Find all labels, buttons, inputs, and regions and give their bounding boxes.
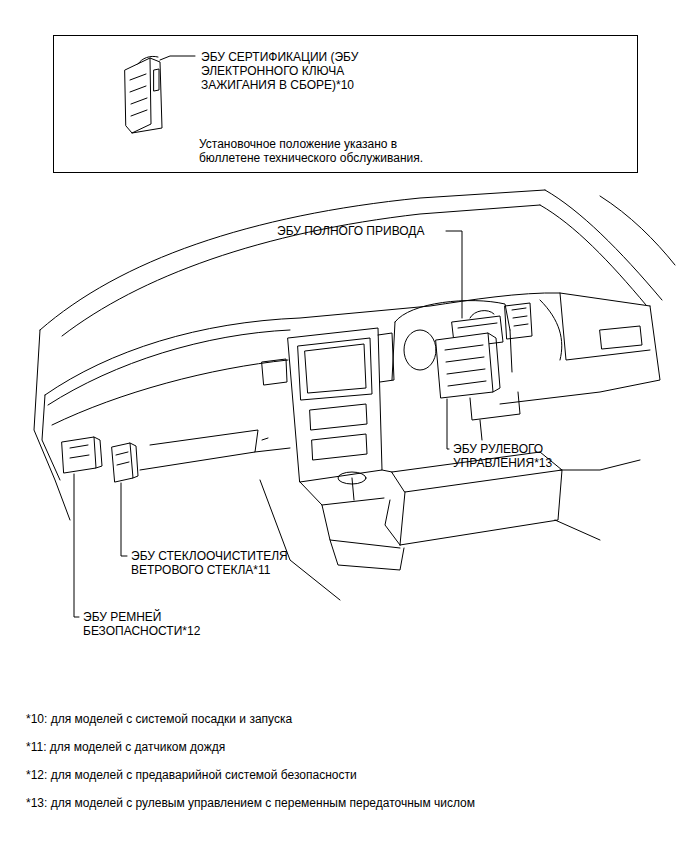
component-title: ЭБУ СЕРТИФИКАЦИИ (ЭБУ ЭЛЕКТРОННОГО КЛЮЧА… [201, 50, 391, 92]
leader-line [160, 56, 195, 60]
part-label: ЭБУ СТЕКЛООЧИСТИТЕЛЯ ВЕТРОВОГО СТЕКЛА*11 [131, 549, 311, 577]
leader-line [74, 474, 79, 617]
part-label: ЭБУ РЕМНЕЙ БЕЗОПАСНОСТИ*12 [83, 610, 218, 638]
frame-box: ЭБУ СЕРТИФИКАЦИИ (ЭБУ ЭЛЕКТРОННОГО КЛЮЧА… [53, 35, 638, 173]
leader-line [447, 399, 449, 449]
footnote: *10: для моделей с системой посадки и за… [26, 712, 292, 726]
part-label: ЭБУ РУЛЕВОГО УПРАВЛЕНИЯ*13 [453, 442, 578, 470]
leader-line [121, 483, 127, 556]
footnote: *11: для моделей с датчиком дождя [26, 740, 225, 754]
part-label: ЭБУ ПОЛНОГО ПРИВОДА [277, 224, 424, 238]
footnote: *13: для моделей с рулевым управлением с… [26, 796, 475, 810]
ecu-icon [125, 56, 162, 133]
footnote: *12: для моделей с предаварийной системо… [26, 768, 357, 782]
leader-line [446, 231, 462, 318]
note-text: Установочное положение указано в бюллете… [199, 137, 454, 165]
